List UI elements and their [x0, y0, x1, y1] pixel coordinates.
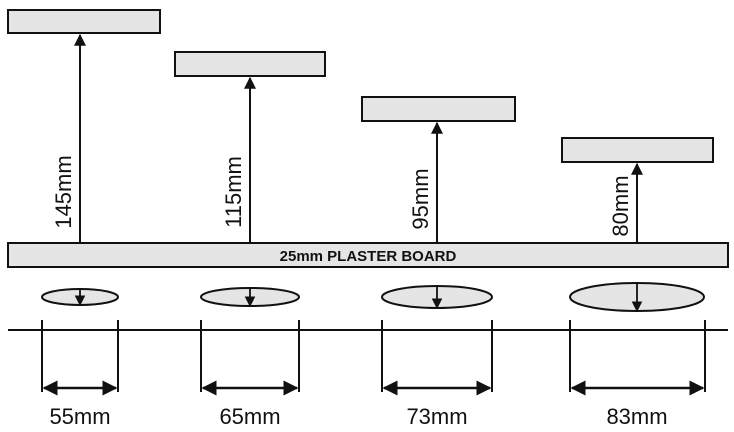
width-label-4: 83mm: [606, 404, 667, 429]
width-label-1: 55mm: [49, 404, 110, 429]
depth-label-4: 80mm: [608, 175, 633, 236]
depth-label-3: 95mm: [408, 168, 433, 229]
width-label-2: 65mm: [219, 404, 280, 429]
width-label-3: 73mm: [406, 404, 467, 429]
depth-label-1: 145mm: [51, 155, 76, 228]
plaster-board-label: 25mm PLASTER BOARD: [280, 248, 457, 265]
joist-block-4: [561, 137, 714, 163]
plaster-board: [7, 242, 729, 268]
depth-label-2: 115mm: [221, 156, 246, 228]
joist-block-3: [361, 96, 516, 122]
joist-block-2: [174, 51, 326, 77]
joist-block-1: [7, 9, 161, 34]
